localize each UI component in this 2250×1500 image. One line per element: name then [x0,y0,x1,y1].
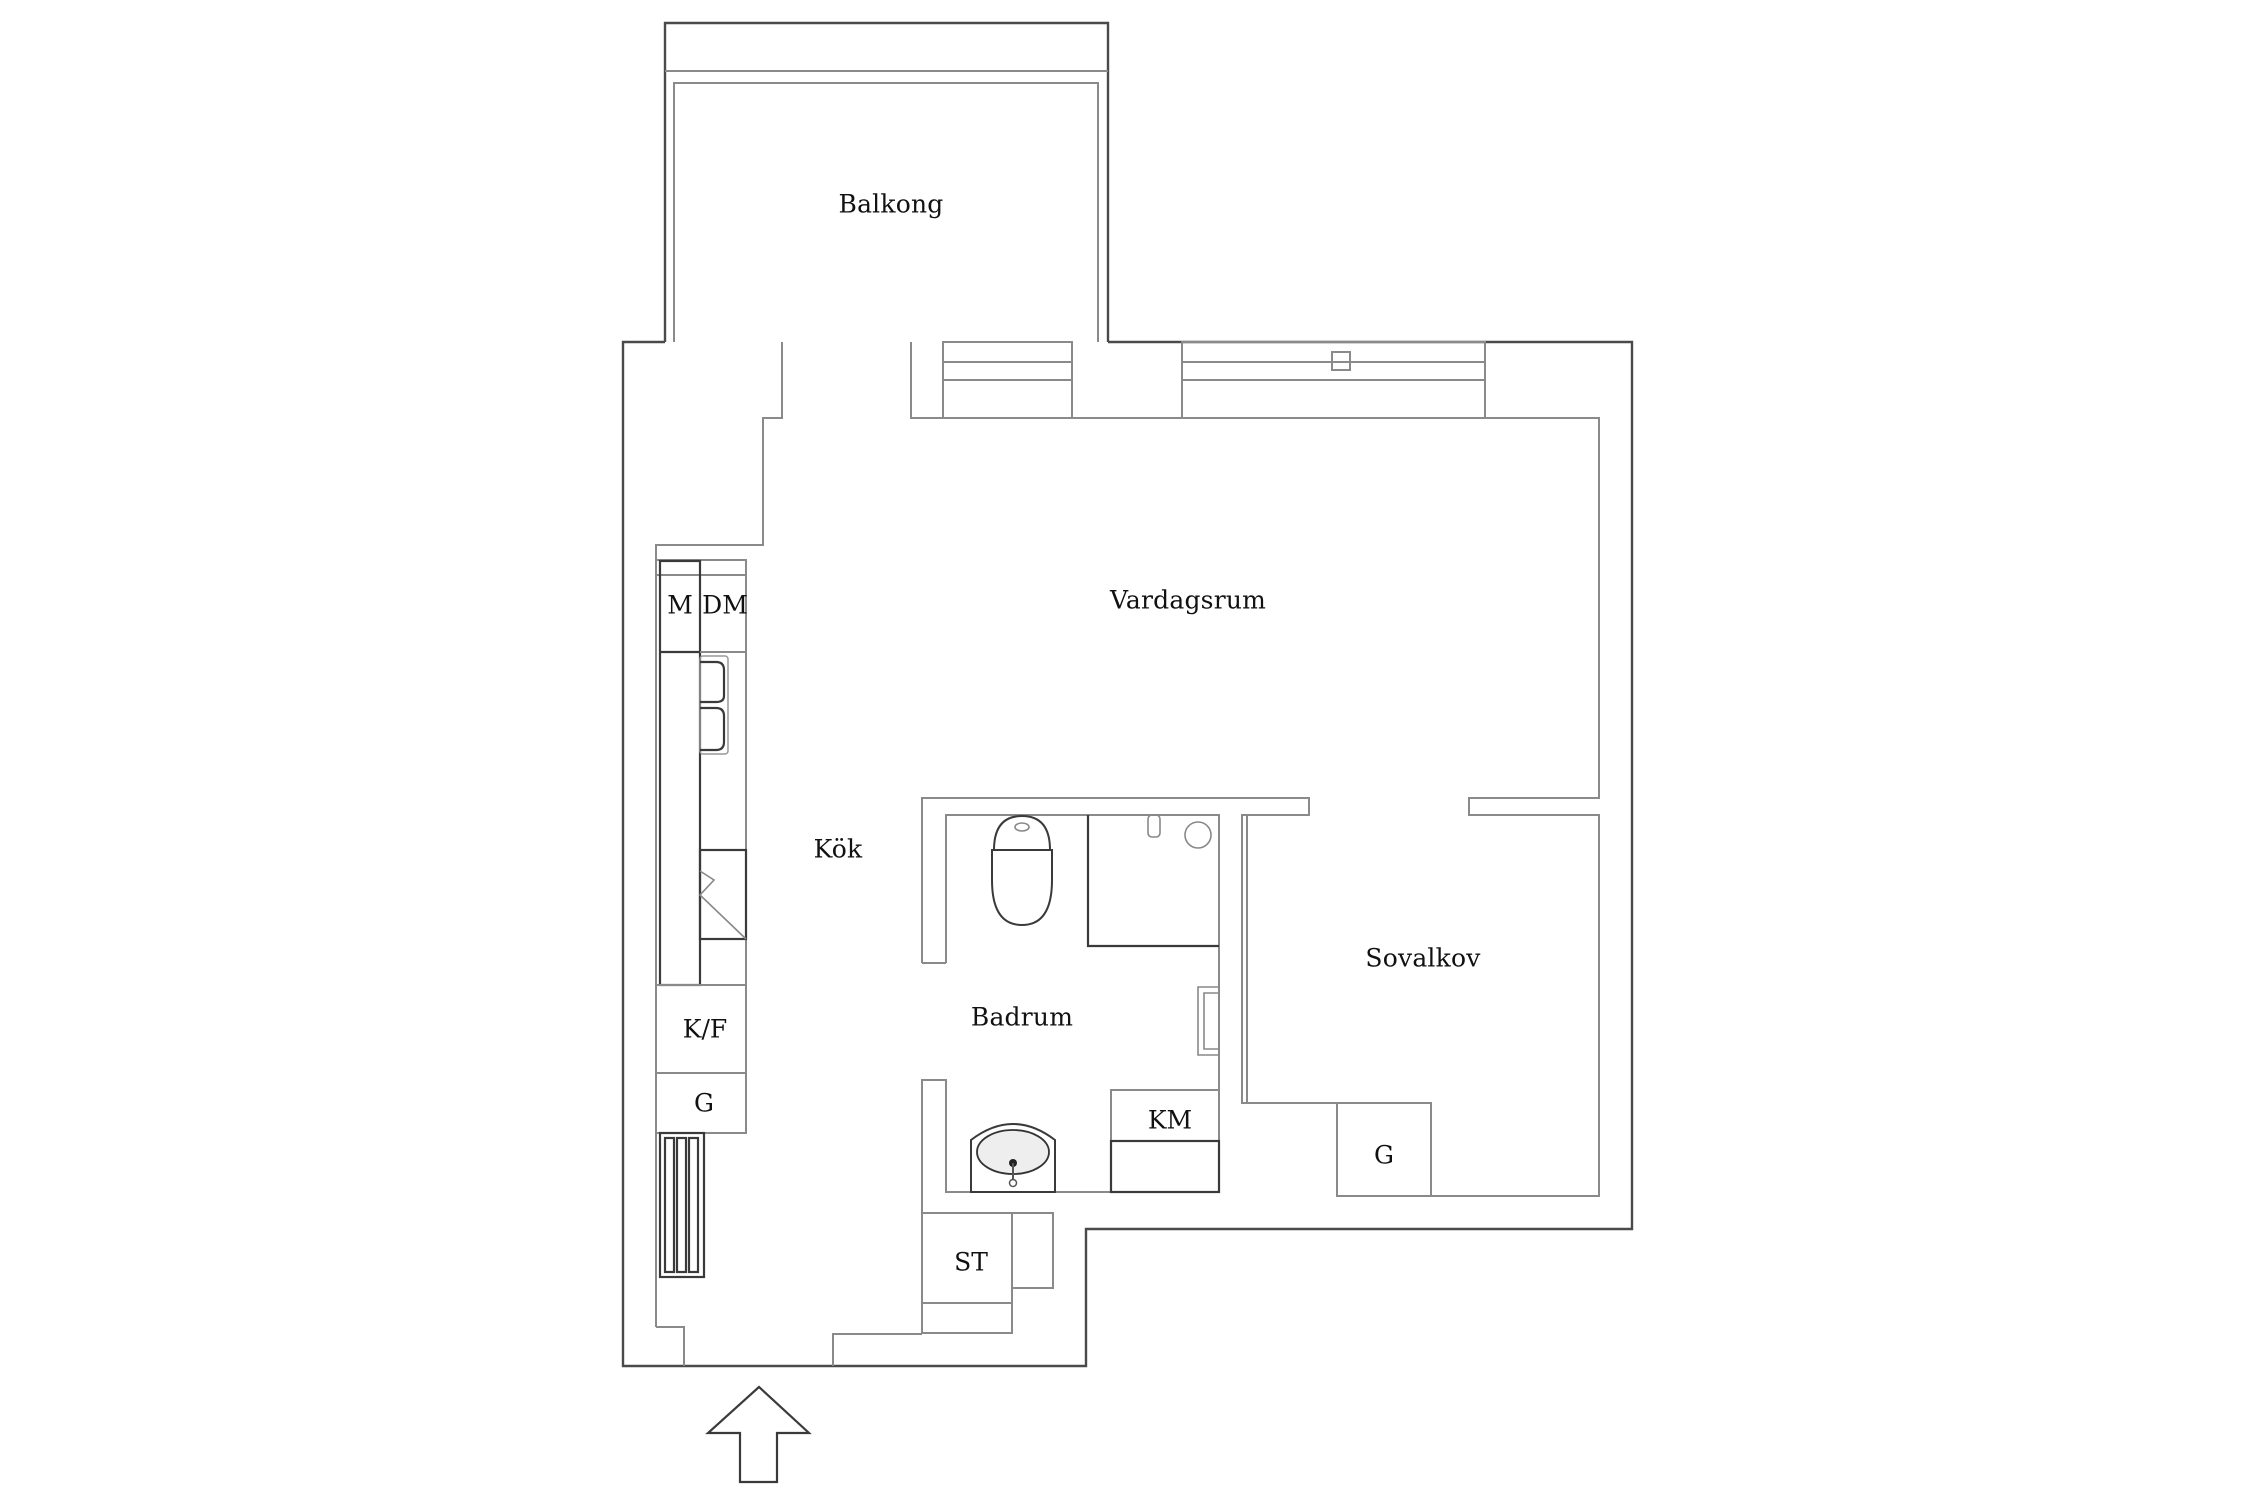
towel-rail-icon [1197,986,1219,1056]
shower [1086,814,1219,948]
inner-walls [655,341,1600,1366]
fixture-label-dishwasher: DM [702,590,748,620]
radiator-valve-icon [1331,351,1351,371]
fixture-label-microwave: M [667,590,693,620]
washbasin-icon [970,1123,1056,1193]
washing-machine-box [1109,1089,1221,1194]
oven-icon [698,848,748,941]
fixture-label-kitchen-wardrobe: G [694,1088,714,1118]
fixture-label-fridge-freezer: K/F [682,1014,728,1044]
room-label-kitchen: Kök [813,834,863,864]
radiator-icon [658,1131,706,1279]
room-label-bathroom: Badrum [970,1002,1074,1032]
balcony [663,21,1110,342]
outer-wall [621,340,1634,1368]
storage-box [921,1212,1054,1334]
toilet-icon [991,814,1053,927]
room-label-balcony: Balkong [838,189,944,219]
fixture-label-alcove-wardrobe: G [1374,1140,1394,1170]
entrance-arrow-icon [705,1385,812,1484]
fixture-label-storage: ST [954,1247,988,1277]
kitchen-counter [655,559,748,1279]
room-label-sleeping-alcove: Sovalkov [1365,943,1481,973]
bathroom-walls [921,797,1337,1334]
room-label-living-room: Vardagsrum [1109,585,1267,615]
fixture-label-washing-machine: KM [1147,1105,1193,1135]
kitchen-sink-icon [699,655,729,755]
alcove-walls [1336,1102,1432,1197]
